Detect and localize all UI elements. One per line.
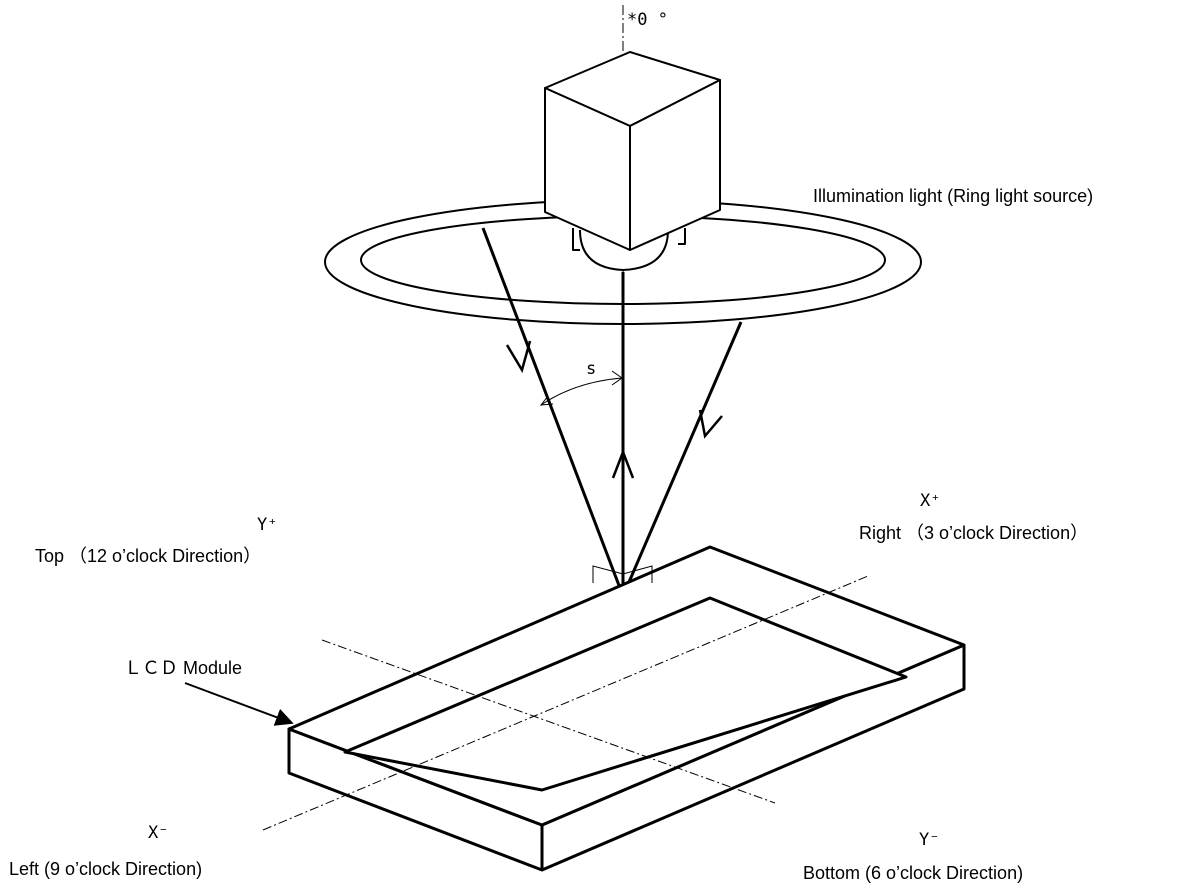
camera-cube: [544, 51, 721, 271]
center-marker: [592, 565, 653, 583]
right-direction-label: Right （3 o’clock Direction）: [859, 523, 1088, 543]
module-pointer-arrow: [184, 682, 294, 726]
zenith-label: *0 °: [627, 10, 668, 30]
lcd-module-label: ＬＣＤ Module: [124, 658, 242, 678]
theta-symbol: s: [586, 359, 596, 379]
left-direction-label: Left (9 o’clock Direction): [9, 859, 202, 879]
theta-arc: [540, 377, 623, 406]
ray-arrowheads: [505, 340, 723, 479]
light-rays: [481, 227, 743, 597]
x-minus-symbol: X⁻: [148, 823, 168, 843]
module-axes: [262, 575, 869, 831]
top-direction-label: Top （12 o’clock Direction）: [35, 546, 261, 566]
x-plus-symbol: X⁺: [920, 491, 940, 511]
light-source-label: Illumination light (Ring light source): [813, 186, 1093, 206]
y-plus-symbol: Y⁺: [257, 515, 277, 535]
lcd-module: [287, 545, 966, 872]
y-minus-symbol: Y⁻: [919, 830, 939, 850]
bottom-direction-label: Bottom (6 o’clock Direction): [803, 863, 1023, 883]
